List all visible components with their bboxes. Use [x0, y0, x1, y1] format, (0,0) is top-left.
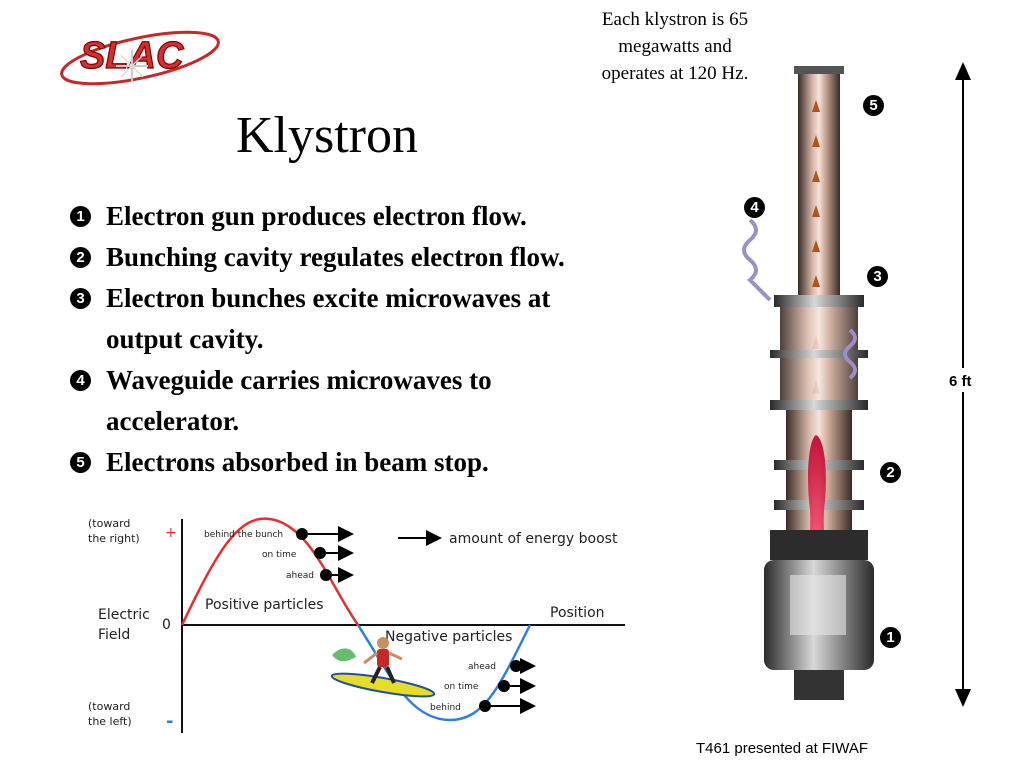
- electric-field-label-2: Field: [98, 627, 130, 643]
- toward-left-label-2: the left): [88, 715, 132, 728]
- positive-marker-behind: behind the bunch: [204, 526, 354, 542]
- arrow-up-icon: [955, 62, 971, 80]
- bullet-list: 1 Electron gun produces electron flow. 2…: [70, 196, 710, 483]
- positive-particles-label: Positive particles: [205, 597, 324, 613]
- toward-right-label-2: the right): [88, 532, 140, 545]
- slide-title: Klystron: [236, 107, 418, 164]
- number-4-icon: 4: [70, 370, 91, 391]
- klystron-spec-note: Each klystron is 65 megawatts and operat…: [560, 6, 790, 87]
- position-label: Position: [550, 605, 605, 621]
- bullet-item: 5 Electrons absorbed in beam stop.: [70, 442, 710, 483]
- footer-text: T461 presented at FIWAF: [696, 740, 869, 757]
- minus-sign: -: [166, 711, 173, 732]
- negative-particles-label: Negative particles: [385, 629, 512, 645]
- bullet-text: Bunching cavity regulates electron flow.: [106, 242, 565, 272]
- bullet-item: 4 Waveguide carries microwaves to accele…: [70, 360, 710, 442]
- slac-logo: SLAC: [60, 30, 220, 86]
- arrow-down-icon: [955, 689, 971, 707]
- marker-label: behind the bunch: [204, 530, 283, 540]
- height-dimension: 6 ft: [947, 62, 981, 707]
- number-3-icon: 3: [70, 288, 91, 309]
- number-5-icon: 5: [70, 452, 91, 473]
- note-line-1: Each klystron is 65: [601, 9, 749, 30]
- note-line-2: megawatts and: [618, 36, 732, 57]
- callout-2-icon: 2: [880, 462, 901, 483]
- callout-1-icon: 1: [880, 627, 901, 648]
- negative-marker-on-time: on time: [444, 678, 536, 694]
- waveguide-microwave-icon: [742, 218, 772, 302]
- marker-label: ahead: [286, 571, 314, 581]
- legend-text: amount of energy boost: [449, 531, 618, 547]
- marker-label: ahead: [468, 662, 496, 672]
- height-label: 6 ft: [949, 373, 972, 390]
- note-line-3: operates at 120 Hz.: [601, 63, 749, 84]
- bullet-text-continued: accelerator.: [106, 406, 240, 436]
- bullet-item: 2 Bunching cavity regulates electron flo…: [70, 237, 710, 278]
- plus-sign: +: [165, 525, 177, 541]
- bullet-text: Waveguide carries microwaves to: [106, 365, 492, 395]
- positive-marker-ahead: ahead: [286, 567, 354, 583]
- number-1-icon: 1: [70, 206, 91, 227]
- toward-left-label-1: (toward: [88, 700, 130, 713]
- zero-label: 0: [162, 617, 171, 633]
- bullet-text: Electron gun produces electron flow.: [106, 201, 527, 231]
- callout-4-icon: 4: [744, 197, 765, 218]
- negative-marker-behind: behind: [430, 698, 536, 714]
- surfer-icon: [330, 637, 436, 698]
- number-2-icon: 2: [70, 247, 91, 268]
- bullet-text: Electrons absorbed in beam stop.: [106, 447, 489, 477]
- positive-marker-on-time: on time: [262, 545, 354, 561]
- marker-label: behind: [430, 703, 461, 713]
- klystron-illustration: [742, 66, 874, 700]
- bullet-item: 3 Electron bunches excite microwaves at …: [70, 278, 710, 360]
- marker-label: on time: [444, 682, 479, 692]
- bullet-text: Electron bunches excite microwaves at: [106, 283, 551, 313]
- callout-3-icon: 3: [867, 266, 888, 287]
- marker-label: on time: [262, 550, 297, 560]
- bullet-text-continued: output cavity.: [106, 324, 264, 354]
- toward-right-label-1: (toward: [88, 517, 130, 530]
- electric-field-label-1: Electric: [98, 607, 150, 623]
- beam-stop-column: [798, 70, 840, 300]
- negative-marker-ahead: ahead: [468, 658, 536, 674]
- sparkle-icon: [116, 50, 148, 82]
- bullet-item: 1 Electron gun produces electron flow.: [70, 196, 710, 237]
- positive-wave: [180, 517, 360, 626]
- callout-5-icon: 5: [863, 95, 884, 116]
- electric-field-diagram: (toward the right) + Electric Field 0 (t…: [88, 517, 625, 733]
